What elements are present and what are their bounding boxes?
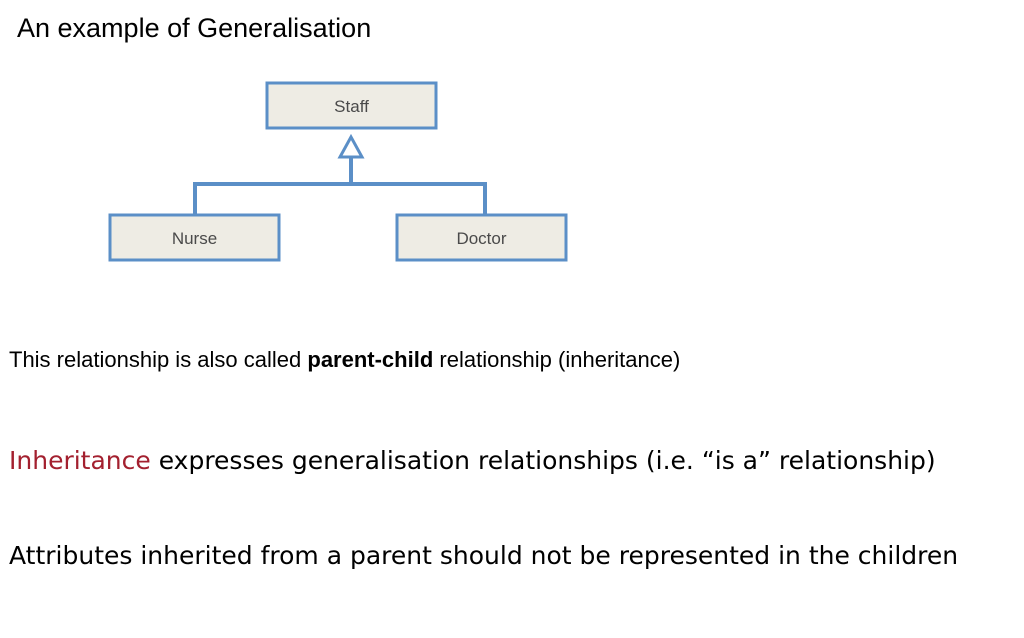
generalisation-diagram: Staff Nurse Doctor	[108, 81, 568, 262]
child-class-box-doctor: Doctor	[395, 213, 568, 262]
parent-child-term: parent-child	[307, 347, 434, 372]
parent-class-label: Staff	[334, 97, 369, 116]
inheritance-sentence: Inheritance expresses generalisation rel…	[9, 444, 936, 478]
slide-title: An example of Generalisation	[17, 13, 372, 43]
parent-child-sentence: This relationship is also called parent-…	[9, 346, 680, 374]
line1-post: relationship (inheritance)	[433, 347, 681, 372]
parent-class-box: Staff	[265, 81, 438, 130]
child-class-box-nurse: Nurse	[108, 213, 281, 262]
inheritance-term: Inheritance	[9, 446, 151, 475]
attributes-sentence: Attributes inherited from a parent shoul…	[9, 541, 959, 570]
line1-pre: This relationship is also called	[9, 347, 308, 372]
generalisation-arrowhead	[337, 133, 365, 159]
inheritance-connectors	[193, 157, 487, 215]
child-class-label-nurse: Nurse	[172, 229, 217, 248]
line2-rest: expresses generalisation relationships (…	[150, 446, 936, 475]
child-class-label-doctor: Doctor	[456, 229, 506, 248]
